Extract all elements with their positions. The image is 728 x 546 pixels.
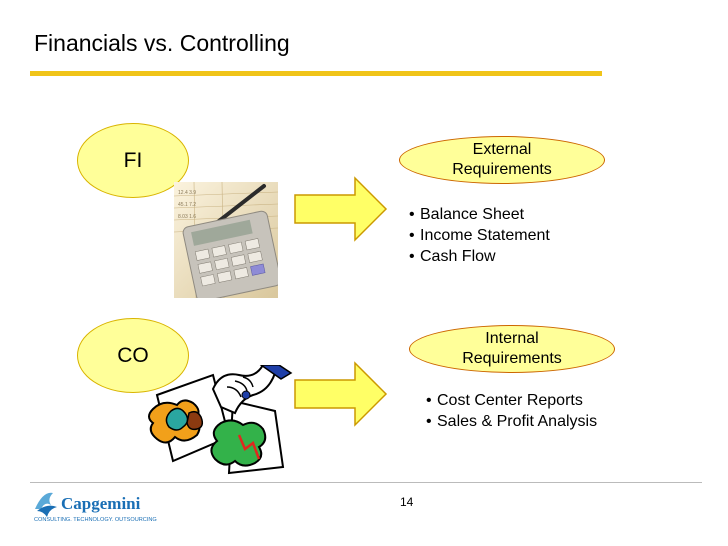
co-arrow-icon [294, 361, 388, 427]
calculator-pen-photo-icon: 12.4 3.9 45.1 7.2 8.03 1.6 [174, 182, 278, 298]
fi-ellipse: FI [77, 123, 189, 198]
fi-bullet-list: Balance Sheet Income Statement Cash Flow [409, 204, 550, 267]
external-line2: Requirements [452, 161, 552, 178]
slide-title: Financials vs. Controlling [34, 30, 290, 56]
spade-icon [35, 492, 57, 517]
svg-text:CONSULTING. TECHNOLOGY. OUTSOU: CONSULTING. TECHNOLOGY. OUTSOURCING [34, 517, 157, 523]
external-requirements-ellipse: External Requirements [399, 136, 605, 184]
capgemini-logo: Capgemini CONSULTING. TECHNOLOGY. OUTSOU… [34, 492, 157, 523]
svg-text:8.03 1.6: 8.03 1.6 [178, 214, 196, 220]
title-underline [30, 71, 602, 76]
internal-requirements-ellipse: Internal Requirements [409, 325, 615, 373]
svg-text:12.4 3.9: 12.4 3.9 [178, 190, 196, 196]
list-item: Cash Flow [409, 246, 550, 267]
fi-label: FI [123, 148, 143, 172]
list-item: Cost Center Reports [426, 390, 597, 411]
page-number: 14 [400, 495, 414, 509]
internal-line1: Internal [485, 330, 539, 347]
puzzle-hand-clipart-icon [148, 365, 293, 475]
list-item: Sales & Profit Analysis [426, 411, 597, 432]
svg-text:Capgemini: Capgemini [61, 494, 141, 513]
svg-text:45.1 7.2: 45.1 7.2 [178, 202, 196, 208]
external-line1: External [472, 141, 532, 158]
internal-line2: Requirements [462, 350, 562, 367]
list-item: Balance Sheet [409, 204, 550, 225]
co-ellipse: CO [77, 318, 189, 393]
fi-arrow-icon [294, 176, 388, 242]
co-label: CO [117, 343, 149, 367]
co-bullet-list: Cost Center Reports Sales & Profit Analy… [426, 390, 597, 432]
footer-divider [30, 482, 702, 483]
list-item: Income Statement [409, 225, 550, 246]
